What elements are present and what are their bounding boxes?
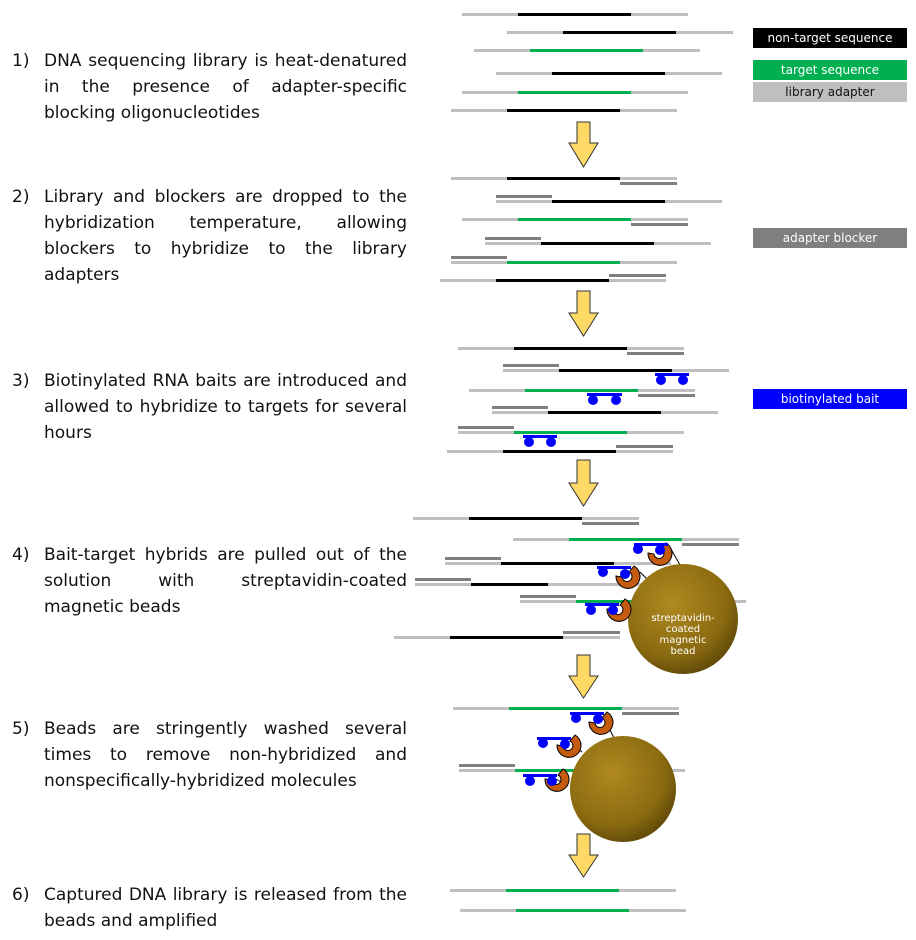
step-1-strands	[451, 13, 733, 112]
step-number: 4)	[12, 545, 30, 565]
bead-label-line: magnetic	[660, 635, 707, 646]
bait	[587, 393, 622, 405]
arrow-down-icon	[568, 121, 599, 168]
step-number: 5)	[12, 719, 30, 739]
magnetic-bead	[570, 736, 676, 842]
bait	[537, 734, 582, 758]
step-3-baits	[523, 373, 689, 447]
arrow-down-icon	[568, 833, 599, 878]
legend-adapter: library adapter	[753, 82, 907, 102]
step-number: 3)	[12, 371, 30, 391]
step-text: Captured DNA library is released from th…	[44, 885, 407, 931]
step-5-baits	[523, 711, 614, 792]
step-text: DNA sequencing library is heat-denatured…	[44, 51, 407, 123]
step-4-bead: streptavidin- coated magnetic bead	[625, 548, 738, 674]
step-number: 1)	[12, 51, 30, 71]
bait	[597, 565, 641, 589]
bead-label-line: streptavidin-	[651, 613, 715, 624]
bead-label-line: coated	[666, 624, 700, 635]
bait	[585, 598, 632, 622]
arrow-down-icon	[568, 459, 599, 507]
bait	[633, 542, 673, 566]
step-5-strands	[453, 707, 685, 772]
legend-label: non-target sequence	[767, 31, 892, 45]
bait	[570, 711, 614, 735]
bait	[655, 373, 689, 385]
step-text: Bait-target hybrids are pulled out of th…	[44, 545, 407, 617]
step-number: 2)	[12, 187, 30, 207]
legend: non-target sequence target sequence libr…	[753, 28, 907, 409]
step-3-strands	[447, 347, 729, 453]
step-6-strands	[450, 889, 686, 912]
bait	[523, 435, 557, 447]
legend-blocker: adapter blocker	[753, 228, 907, 248]
legend-non-target: non-target sequence	[753, 28, 907, 48]
legend-target: target sequence	[753, 60, 907, 80]
bait	[523, 768, 570, 792]
magnetic-bead	[628, 564, 738, 674]
arrow-down-icon	[568, 654, 599, 699]
legend-label: adapter blocker	[783, 231, 878, 245]
legend-label: library adapter	[785, 85, 874, 99]
arrow-down-icon	[568, 290, 599, 337]
step-text: Beads are stringently washed several tim…	[44, 719, 407, 791]
step-text: Library and blockers are dropped to the …	[44, 187, 407, 285]
step-number: 6)	[12, 885, 30, 905]
bead-label-line: bead	[671, 646, 696, 657]
legend-label: biotinylated bait	[781, 392, 880, 406]
step-2-strands	[440, 177, 722, 282]
step-text: Biotinylated RNA baits are introduced an…	[44, 371, 407, 443]
legend-label: target sequence	[781, 63, 879, 77]
legend-bait: biotinylated bait	[753, 389, 907, 409]
step-4-baits	[585, 542, 673, 622]
